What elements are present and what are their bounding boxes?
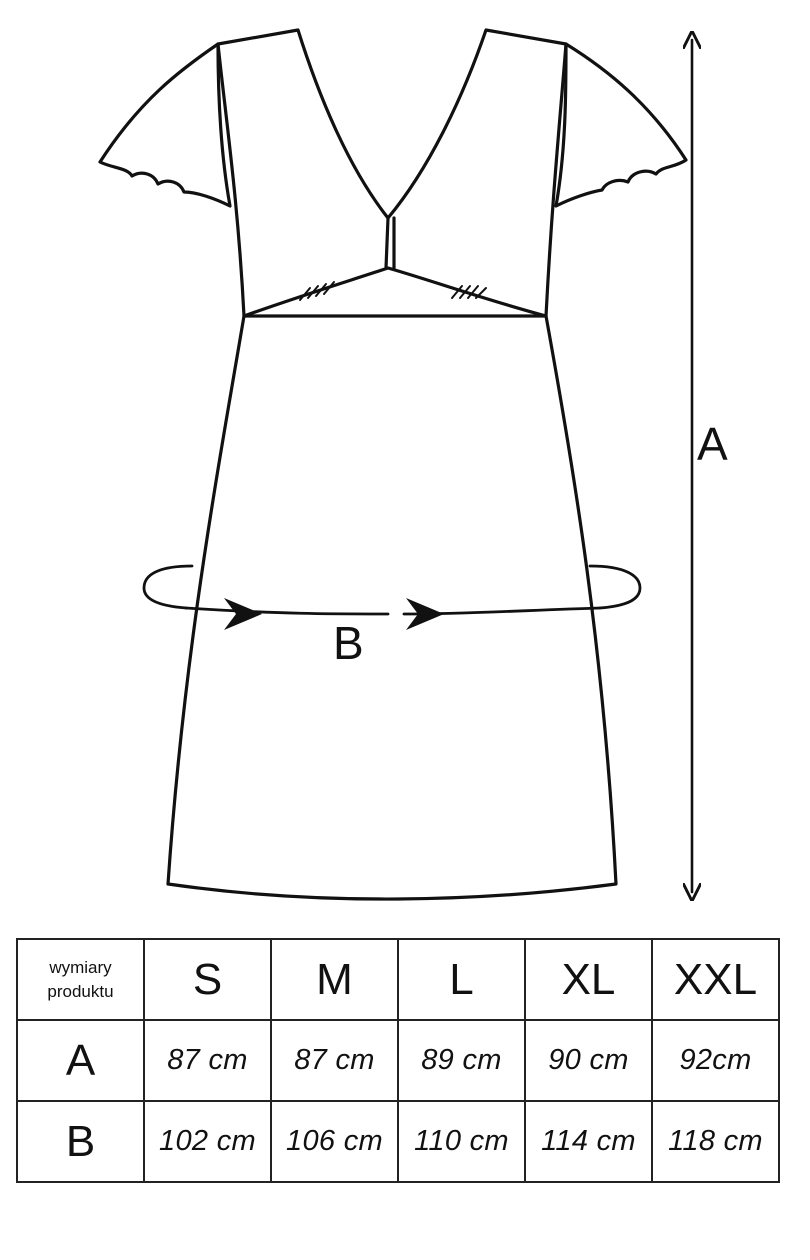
size-header-xl: XL [524,938,653,1021]
size-header-l: L [397,938,526,1021]
gathers-right [451,285,487,299]
width-loop-back [142,564,194,610]
size-header-xxl: XXL [651,938,780,1021]
cell-b-m: 106 cm [270,1100,399,1183]
dress-outline [98,28,688,901]
cell-a-m: 87 cm [270,1019,399,1102]
width-label: B [333,617,364,669]
width-measure-b [142,564,642,630]
corner-line-1: wymiary [49,957,112,977]
corner-line-2: produktu [47,981,114,1001]
gathers-left [299,281,335,301]
underbust-seam [242,266,548,318]
left-sleeve [98,42,232,208]
cell-b-xxl: 118 cm [651,1100,780,1183]
neckline-seam [384,216,396,270]
length-label: A [697,418,728,470]
cell-a-xxl: 92cm [651,1019,780,1102]
width-arrowhead-1 [224,598,262,630]
size-header-m: M [270,938,399,1021]
cell-b-xl: 114 cm [524,1100,653,1183]
table-row-b: B 102 cm 106 cm 110 cm 114 cm 118 cm [16,1100,780,1183]
width-arrowhead-2 [406,598,444,630]
right-sleeve [554,42,688,208]
cell-b-l: 110 cm [397,1100,526,1183]
row-label-a: A [16,1019,145,1102]
size-header-s: S [143,938,272,1021]
cell-a-xl: 90 cm [524,1019,653,1102]
skirt [166,314,618,901]
cell-b-s: 102 cm [143,1100,272,1183]
cell-a-l: 89 cm [397,1019,526,1102]
dress-measurement-diagram: B A [98,28,728,920]
row-label-b: B [16,1100,145,1183]
table-row-a: A 87 cm 87 cm 89 cm 90 cm 92cm [16,1019,780,1102]
width-loop-back-right [588,564,642,610]
size-table: wymiary produktu S M L XL XXL A 87 cm 87… [16,938,780,1183]
table-header-row: wymiary produktu S M L XL XXL [16,938,780,1021]
table-corner-cell: wymiary produktu [16,938,145,1021]
cell-a-s: 87 cm [143,1019,272,1102]
bodice [216,28,568,318]
